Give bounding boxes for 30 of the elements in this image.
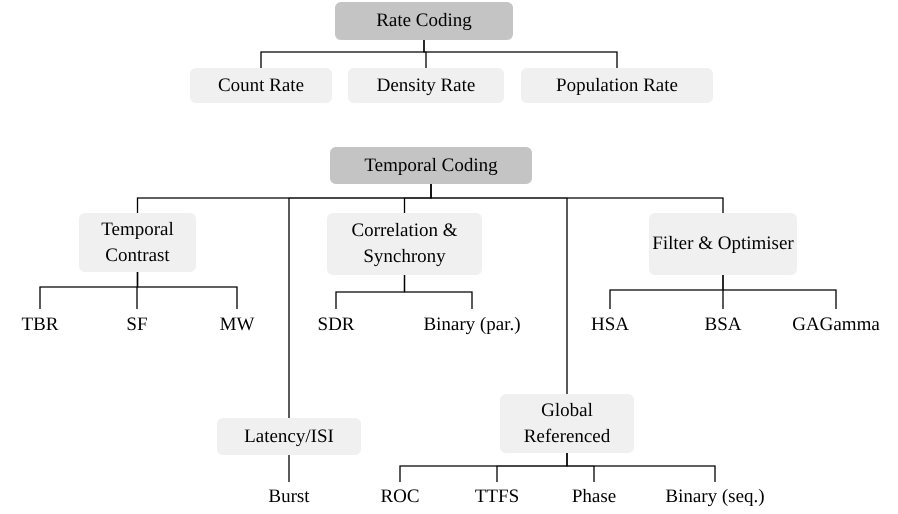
- leaf-label: GAGamma: [776, 309, 896, 341]
- connector-line: [136, 272, 238, 309]
- category-box: Filter & Optimiser: [649, 213, 797, 275]
- category-box: Density Rate: [348, 68, 504, 103]
- leaf-label: Binary (seq.): [640, 482, 790, 512]
- leaf-label: Binary (par.): [402, 309, 542, 341]
- leaf-label: BSA: [694, 309, 752, 341]
- leaf-label: TBR: [8, 309, 72, 341]
- category-box: Population Rate: [521, 68, 713, 103]
- category-box: Global Referenced: [500, 394, 634, 453]
- connector-line: [722, 275, 837, 309]
- leaf-label: SDR: [304, 309, 368, 341]
- category-box: Latency/ISI: [217, 418, 361, 455]
- category-box: Rate Coding: [335, 2, 513, 40]
- category-box: Count Rate: [190, 68, 332, 103]
- category-box: Correlation & Synchrony: [327, 213, 482, 275]
- connector-line: [423, 40, 618, 68]
- connector-line: [404, 275, 473, 309]
- connector-line: [288, 455, 290, 482]
- leaf-label: HSA: [580, 309, 640, 341]
- leaf-label: ROC: [370, 482, 430, 512]
- connector-line: [566, 453, 716, 482]
- leaf-label: MW: [208, 309, 266, 341]
- category-box: Temporal Contrast: [79, 213, 196, 272]
- leaf-label: SF: [112, 309, 162, 341]
- leaf-label: Phase: [562, 482, 626, 512]
- leaf-label: TTFS: [466, 482, 528, 512]
- category-box: Temporal Coding: [330, 147, 532, 184]
- connector-line: [430, 184, 724, 213]
- leaf-label: Burst: [250, 482, 328, 512]
